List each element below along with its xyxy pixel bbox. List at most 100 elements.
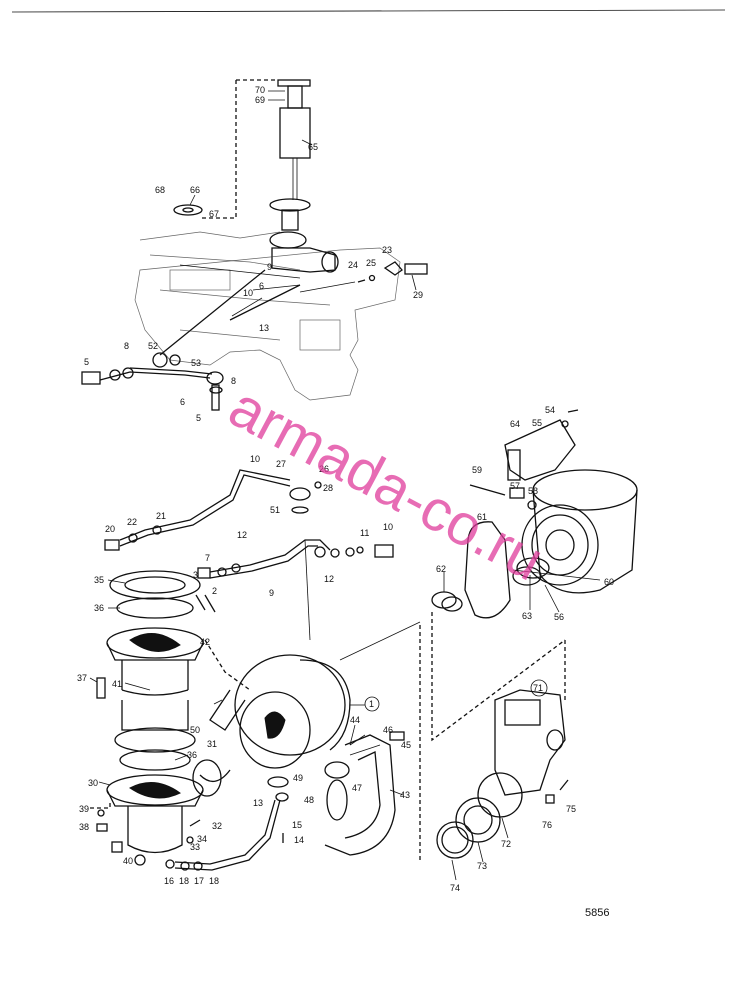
callout-54: 54 (545, 405, 555, 415)
callout-23: 23 (382, 245, 392, 255)
callout-5b: 5 (196, 413, 201, 423)
callout-26: 26 (319, 464, 329, 474)
callout-39: 39 (79, 804, 89, 814)
callout-17: 17 (194, 876, 204, 886)
callout-67: 67 (209, 209, 219, 219)
callout-8: 8 (124, 341, 129, 351)
callout-55: 55 (532, 418, 542, 428)
callout-9b: 9 (269, 588, 274, 598)
callout-69: 69 (255, 95, 265, 105)
callout-1: 1 (369, 699, 374, 709)
callout-12: 12 (237, 530, 247, 540)
callout-12b: 12 (324, 574, 334, 584)
callout-60: 60 (604, 577, 614, 587)
callout-43: 43 (400, 790, 410, 800)
callout-11: 11 (360, 528, 369, 538)
callout-6b: 6 (180, 397, 185, 407)
callout-75: 75 (566, 804, 576, 814)
callout-58: 58 (528, 486, 538, 496)
callout-20: 20 (105, 524, 115, 534)
oil-pipe-middle (104, 469, 394, 641)
callout-64: 64 (510, 419, 520, 429)
callout-18: 18 (179, 876, 189, 886)
callout-51: 51 (270, 505, 280, 515)
callout-50: 50 (190, 725, 200, 735)
top-border-line (11, 9, 726, 13)
callout-labels: 70 69 65 68 66 67 9 23 25 24 29 10 6 13 … (77, 85, 614, 893)
callout-63: 63 (522, 611, 532, 621)
exhaust-elbow (324, 731, 405, 856)
callout-6: 6 (259, 281, 264, 291)
callout-13: 13 (259, 323, 269, 333)
callout-35: 35 (94, 575, 104, 585)
callout-36b: 36 (187, 750, 197, 760)
callout-5: 5 (84, 357, 89, 367)
callout-7: 7 (205, 553, 210, 563)
callout-3: 3 (193, 570, 198, 580)
callout-65: 65 (308, 142, 318, 152)
exhaust-stack-assembly (173, 79, 339, 273)
drawing-number: 5856 (585, 907, 609, 919)
adapter-housing (436, 689, 569, 859)
callout-29: 29 (413, 290, 423, 300)
callout-68: 68 (155, 185, 165, 195)
air-cleaner-assembly (431, 409, 638, 619)
callout-21: 21 (156, 511, 166, 521)
callout-73: 73 (477, 861, 487, 871)
callout-32: 32 (212, 821, 222, 831)
callout-22: 22 (127, 517, 137, 527)
callout-72: 72 (501, 839, 511, 849)
callout-49: 49 (293, 773, 303, 783)
callout-31: 31 (207, 739, 217, 749)
callout-37: 37 (77, 673, 87, 683)
callout-36: 36 (94, 603, 104, 613)
callout-14: 14 (294, 835, 304, 845)
callout-10b: 10 (250, 454, 260, 464)
callout-71: 71 (533, 683, 543, 693)
callout-41: 41 (112, 679, 122, 689)
ref-circle-1 (364, 696, 380, 712)
callout-10: 10 (243, 288, 253, 298)
callout-45: 45 (401, 740, 411, 750)
callout-53: 53 (191, 358, 201, 368)
callout-13b: 13 (253, 798, 263, 808)
callout-30: 30 (88, 778, 98, 788)
engine-outline (134, 231, 401, 401)
callout-24: 24 (348, 260, 358, 270)
exhaust-flange-stack (90, 570, 204, 866)
callout-40: 40 (123, 856, 133, 866)
callout-9: 9 (267, 262, 272, 272)
callout-76: 76 (542, 820, 552, 830)
callout-27: 27 (276, 459, 286, 469)
callout-38: 38 (79, 822, 89, 832)
callout-74: 74 (450, 883, 460, 893)
callout-44: 44 (350, 715, 360, 725)
callout-47: 47 (352, 783, 362, 793)
callout-15: 15 (292, 820, 302, 830)
callout-57: 57 (510, 481, 520, 491)
ref-circle-71 (530, 679, 548, 697)
callout-18b: 18 (209, 876, 219, 886)
oil-pipe-upper (81, 261, 428, 411)
callout-62: 62 (436, 564, 446, 574)
callout-52: 52 (148, 341, 158, 351)
watermark-text: armada-co.ru (219, 374, 554, 593)
callout-66: 66 (190, 185, 200, 195)
callout-8b: 8 (231, 376, 236, 386)
callout-25: 25 (366, 258, 376, 268)
drain-pipe (165, 776, 289, 871)
callout-56: 56 (554, 612, 564, 622)
callout-42: 42 (200, 637, 210, 647)
callout-2: 2 (212, 586, 217, 596)
callout-70: 70 (255, 85, 265, 95)
callout-34: 34 (197, 834, 207, 844)
leader-lines (89, 90, 601, 881)
turbocharger (192, 612, 566, 860)
callout-28: 28 (323, 483, 333, 493)
callout-16: 16 (164, 876, 174, 886)
callout-10c: 10 (383, 522, 393, 532)
callout-61: 61 (477, 512, 487, 522)
callout-46: 46 (383, 725, 393, 735)
callout-33: 33 (190, 842, 200, 852)
